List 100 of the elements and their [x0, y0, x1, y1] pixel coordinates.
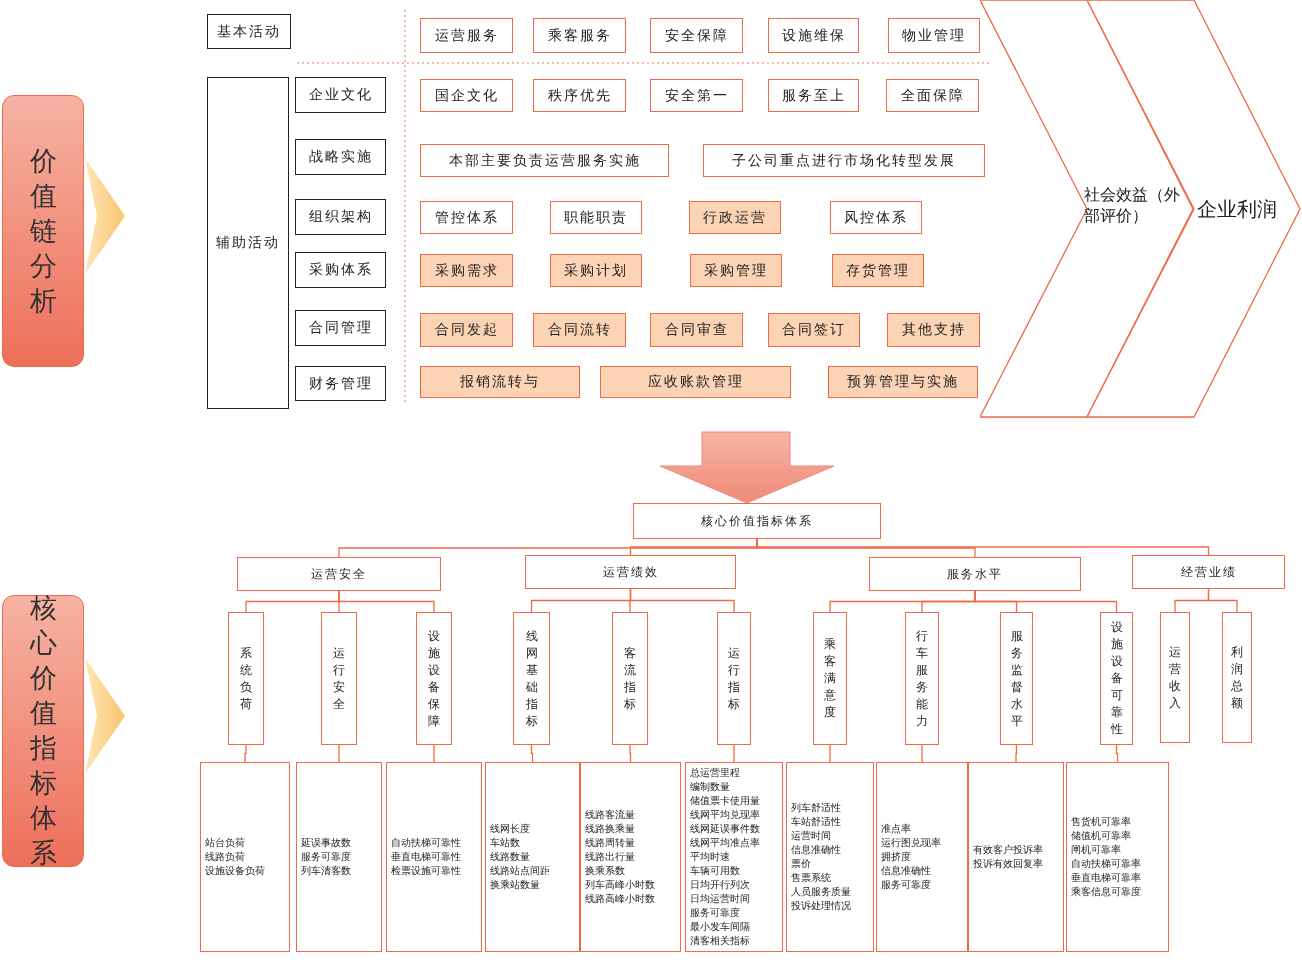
chevron-arrow [85, 658, 125, 774]
indicator-item: 最小发车间隔 [690, 920, 750, 934]
indicator-item: 列车舒适性 [791, 801, 841, 815]
activity-box: 存货管理 [832, 254, 924, 287]
activity-box: 设施维保 [768, 18, 859, 53]
category-box: 企业文化 [295, 77, 386, 113]
activity-box: 采购需求 [420, 254, 513, 287]
indicator-box: 运营安全 [237, 557, 441, 591]
indicator-item: 线路客流量 [585, 808, 635, 822]
activity-box: 管控体系 [420, 201, 513, 234]
indicator-box: 经营业绩 [1132, 555, 1285, 589]
detail-box [968, 762, 1064, 952]
indicator-box: 行车服务能力 [905, 612, 939, 745]
indicator-item: 信息准确性 [881, 864, 931, 878]
indicator-item: 储值票卡使用量 [690, 794, 760, 808]
indicator-item: 线路高峰小时数 [585, 892, 655, 906]
chevron-label: 社会效益（外部评价） [1084, 185, 1181, 226]
indicator-item: 车站数 [490, 836, 520, 850]
indicator-item: 线路周转量 [585, 836, 635, 850]
indicator-item: 服务可靠度 [881, 878, 931, 892]
connector-line [1015, 744, 1018, 763]
indicator-box: 利润总额 [1222, 612, 1252, 743]
activity-box: 采购管理 [690, 254, 782, 287]
activity-box: 合同签订 [768, 313, 860, 347]
connector-line [733, 744, 735, 763]
indicator-item: 线路数量 [490, 850, 530, 864]
indicator-box: 运营绩效 [525, 555, 736, 589]
indicator-item: 平均时速 [690, 850, 730, 864]
activity-box: 其他支持 [887, 313, 980, 347]
activity-box: 合同流转 [533, 313, 626, 347]
activity-box: 物业管理 [888, 18, 980, 53]
detail-box [876, 762, 968, 952]
category-box: 合同管理 [295, 310, 386, 346]
indicator-item: 服务可靠度 [690, 906, 740, 920]
detail-box [296, 762, 382, 952]
connector-line [921, 744, 923, 763]
chevron-label: 企业利润 [1197, 197, 1278, 222]
connector-line [629, 744, 632, 763]
indicator-item: 乘客信息可靠度 [1071, 885, 1141, 899]
connector-line [829, 744, 831, 763]
indicator-item: 车辆可用数 [690, 864, 740, 878]
indicator-item: 设施设备负荷 [205, 864, 265, 878]
indicator-item: 线网长度 [490, 822, 530, 836]
detail-box [685, 762, 783, 952]
indicator-item: 储值机可靠率 [1071, 829, 1131, 843]
indicator-item: 售票系统 [791, 871, 831, 885]
category-box: 辅助活动 [207, 77, 289, 409]
detail-box [786, 762, 874, 952]
indicator-item: 日均开行列次 [690, 878, 750, 892]
activity-box: 乘客服务 [533, 18, 626, 53]
indicator-box: 设施设备保障 [416, 612, 452, 745]
indicator-box: 运营收入 [1160, 612, 1190, 743]
indicator-item: 垂直电梯可靠性 [391, 850, 461, 864]
connector-line [1207, 588, 1238, 613]
category-box: 财务管理 [295, 366, 386, 401]
indicator-item: 闸机可靠率 [1071, 843, 1121, 857]
indicator-item: 人员服务质量 [791, 885, 851, 899]
indicator-item: 总运营里程 [690, 766, 740, 780]
activity-box: 采购计划 [550, 254, 642, 287]
indicator-item: 线网平均兑现率 [690, 808, 760, 822]
indicator-item: 清客相关指标 [690, 934, 750, 948]
indicator-item: 信息准确性 [791, 843, 841, 857]
indicator-item: 站台负荷 [205, 836, 245, 850]
indicator-box: 设施设备可靠性 [1100, 612, 1133, 745]
connector-line [244, 744, 247, 763]
indicator-item: 线路负荷 [205, 850, 245, 864]
chevron-arrow [85, 158, 125, 274]
indicator-item: 投诉处理情况 [791, 899, 851, 913]
category-box: 基本活动 [207, 14, 291, 49]
detail-box [485, 762, 580, 952]
indicator-item: 换乘系数 [585, 864, 625, 878]
category-box: 采购体系 [295, 252, 386, 288]
indicator-item: 投诉有效回复率 [973, 857, 1043, 871]
indicator-item: 检票设施可靠性 [391, 864, 461, 878]
indicator-box: 运行安全 [321, 612, 357, 745]
indicator-item: 线路站点间距 [490, 864, 550, 878]
indicator-item: 线网平均准点率 [690, 836, 760, 850]
activity-box: 行政运营 [689, 201, 781, 234]
activity-box: 报销流转与 [420, 366, 580, 398]
activity-box: 国企文化 [420, 79, 513, 112]
activity-box: 秩序优先 [533, 79, 626, 112]
activity-box: 合同发起 [420, 313, 513, 347]
detail-box [1066, 762, 1169, 952]
detail-box [200, 762, 290, 952]
detail-box [386, 762, 482, 952]
indicator-item: 拥挤度 [881, 850, 911, 864]
indicator-box: 服务水平 [869, 557, 1081, 591]
activity-box: 风控体系 [830, 201, 922, 234]
indicator-item: 垂直电梯可靠率 [1071, 871, 1141, 885]
indicator-box: 客流指标 [612, 612, 648, 745]
activity-box: 应收账款管理 [600, 366, 791, 398]
indicator-item: 日均运营时间 [690, 892, 750, 906]
indicator-item: 服务可靠度 [301, 850, 351, 864]
indicator-item: 列车高峰小时数 [585, 878, 655, 892]
indicator-item: 车站舒适性 [791, 815, 841, 829]
connector-line [338, 744, 340, 763]
indicator-item: 自动扶梯可靠率 [1071, 857, 1141, 871]
indicator-box: 服务监督水平 [1000, 612, 1033, 745]
indicator-box: 乘客满意度 [813, 612, 847, 745]
indicator-item: 编制数量 [690, 780, 730, 794]
